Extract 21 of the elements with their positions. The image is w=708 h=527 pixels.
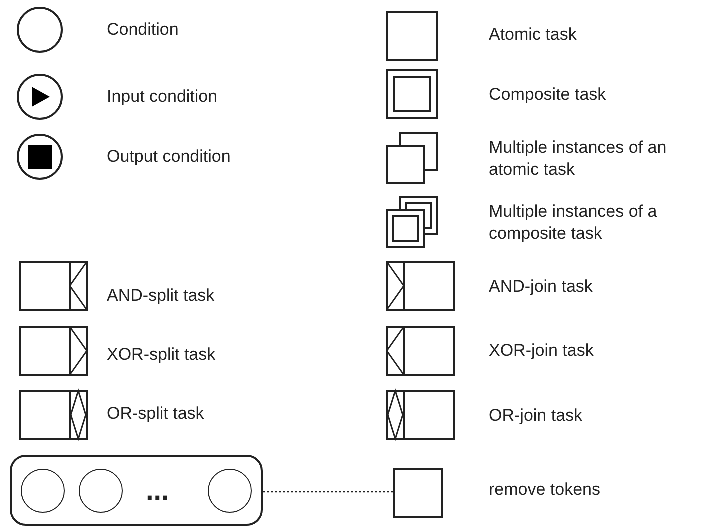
- condition-circle: [79, 469, 123, 513]
- legend-label: Multiple instances of a composite task: [489, 201, 658, 245]
- token-region: [10, 455, 263, 526]
- condition-circle: [21, 469, 65, 513]
- legend-label: Output condition: [107, 146, 232, 168]
- connector-line: [263, 491, 393, 493]
- legend-label: Condition: [107, 19, 180, 41]
- legend-label: AND-join task: [489, 276, 594, 298]
- legend-label: Input condition: [107, 86, 219, 108]
- legend-label: OR-join task: [489, 405, 584, 427]
- legend-label: Atomic task: [489, 24, 578, 46]
- legend-label: XOR-split task: [107, 344, 217, 366]
- condition-circle: [208, 469, 252, 513]
- legend-label: XOR-join task: [489, 340, 595, 362]
- ellipsis: ...: [146, 476, 170, 506]
- legend-label: AND-split task: [107, 285, 216, 307]
- task-box: [393, 468, 443, 518]
- legend-label: Composite task: [489, 84, 608, 106]
- legend-label: OR-split task: [107, 403, 206, 425]
- legend-label: remove tokens: [489, 479, 602, 501]
- legend-label: Multiple instances of an atomic task: [489, 137, 668, 181]
